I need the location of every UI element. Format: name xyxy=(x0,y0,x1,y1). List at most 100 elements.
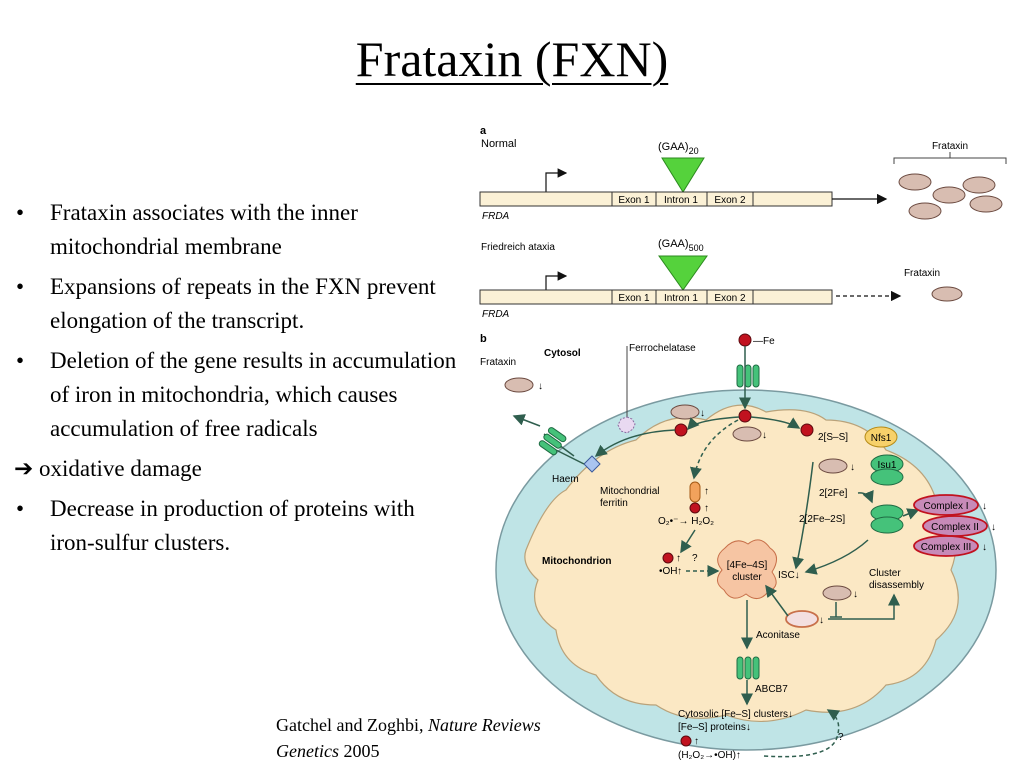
panel-b: b Frataxin ↓ Cytosol Ferrochelatase —Fe … xyxy=(480,333,997,761)
citation-journal-2: Genetics xyxy=(276,741,339,761)
ferrochelatase-label: Ferrochelatase xyxy=(629,343,696,354)
bullet-item: • Frataxin associates with the inner mito… xyxy=(14,196,464,264)
frataxin-matrix xyxy=(822,585,852,601)
fes-proteins-label: [Fe–S] proteins↓ xyxy=(678,722,751,733)
down-arrow: ↓ xyxy=(982,501,987,512)
exon1-label: Exon 1 xyxy=(618,195,650,206)
citation-authors: Gatchel and Zoghbi, xyxy=(276,715,424,735)
panel-a-letter: a xyxy=(480,125,487,137)
bullet-text: Decrease in production of proteins with … xyxy=(50,496,415,555)
repeat-triangle-expanded xyxy=(658,255,708,291)
exon2-label: Exon 2 xyxy=(714,293,746,304)
abcb7-label: ABCB7 xyxy=(755,684,788,695)
panel-a: a Normal (GAA)20 Exon 1 Intron 1 Exon 2 … xyxy=(479,125,1007,320)
bullet-text: Deletion of the gene results in accumula… xyxy=(50,348,457,441)
bullet-item: • Decrease in production of proteins with… xyxy=(14,492,464,560)
mito-ferritin-label-1: Mitochondrial xyxy=(600,486,659,497)
disassembly-label-2: disassembly xyxy=(869,580,924,591)
frataxin-label-normal: Frataxin xyxy=(932,141,968,152)
question-mark: ? xyxy=(838,732,844,743)
up-arrow: ↑ xyxy=(677,566,682,577)
fe-label: —Fe xyxy=(753,336,775,347)
disassembly-label-1: Cluster xyxy=(869,568,901,579)
bullet-text: Frataxin associates with the inner mitoc… xyxy=(50,200,358,259)
isc-label: ISC↓ xyxy=(778,570,800,581)
bullet-text: Expansions of repeats in the FXN prevent… xyxy=(50,274,436,333)
question-mark: ? xyxy=(692,553,698,564)
complex-iii-label: Complex III xyxy=(921,542,972,553)
cytosolic-clusters-label: Cytosolic [Fe–S] clusters↓ xyxy=(678,709,793,720)
complex-i-icon xyxy=(913,494,979,516)
promoter-arrow-icon xyxy=(545,168,568,192)
down-arrow: ↓ xyxy=(538,381,543,392)
friedreich-label: Friedreich ataxia xyxy=(481,242,555,253)
slide-title: Frataxin (FXN) xyxy=(0,30,1024,88)
down-arrow: ↓ xyxy=(762,430,767,441)
aconitase-icon xyxy=(785,610,819,628)
arrow-text: oxidative damage xyxy=(39,456,202,481)
down-arrow: ↓ xyxy=(819,615,824,626)
cluster-label-2: cluster xyxy=(732,572,762,583)
iron-icon xyxy=(680,735,692,747)
down-arrow: ↓ xyxy=(982,542,987,553)
down-arrow: ↓ xyxy=(853,589,858,600)
gaa-normal-label: (GAA)20 xyxy=(658,141,699,156)
ferrochelatase-icon xyxy=(617,416,636,434)
h2o2-oh-label: (H₂O₂→•OH)↑ xyxy=(678,750,741,761)
complex-iii-icon xyxy=(913,535,979,557)
iron-icon xyxy=(674,423,688,437)
iron-icon xyxy=(689,502,701,514)
s-s-label: 2[S–S] xyxy=(818,432,848,443)
o2-h2o2-label: O₂•⁻→ H₂O₂ xyxy=(658,516,714,527)
gaa-ataxia-label: (GAA)500 xyxy=(658,238,704,253)
mito-ferritin-label-2: ferritin xyxy=(600,498,628,509)
aconitase-label: Aconitase xyxy=(756,630,800,641)
iron-icon xyxy=(738,333,752,347)
isu1-label: Isu1 xyxy=(878,460,897,471)
repeat-triangle-normal xyxy=(661,157,705,193)
membrane-channel-fe xyxy=(736,364,760,388)
intron1-label: Intron 1 xyxy=(664,293,698,304)
bullet-item: • Deletion of the gene results in accumul… xyxy=(14,344,464,446)
down-arrow: ↓ xyxy=(850,462,855,473)
bullet-dot: • xyxy=(16,348,25,373)
frataxin-protein-reduced xyxy=(931,286,963,302)
nfs1-label: Nfs1 xyxy=(871,433,892,444)
exon1-label: Exon 1 xyxy=(618,293,650,304)
frataxin-matrix xyxy=(670,404,700,420)
2fe-label: 2[2Fe] xyxy=(819,488,848,499)
right-arrow-icon: ➔ xyxy=(14,456,34,481)
cytosol-frataxin-label: Frataxin xyxy=(480,357,516,368)
slide-title-text: Frataxin (FXN) xyxy=(355,31,669,87)
bullet-dot: • xyxy=(16,274,25,299)
2fe-2s-label: 2[2Fe–2S] xyxy=(799,514,845,525)
up-arrow: ↑ xyxy=(704,486,709,497)
intron1-label: Intron 1 xyxy=(664,195,698,206)
haem-icon xyxy=(583,455,601,473)
bullet-list: • Frataxin associates with the inner mito… xyxy=(14,196,464,566)
nfs1-icon xyxy=(864,426,898,448)
panel-b-letter: b xyxy=(480,333,487,345)
citation-year: 2005 xyxy=(343,741,380,761)
frataxin-label-ataxia: Frataxin xyxy=(904,268,940,279)
bullet-item: • Expansions of repeats in the FXN preven… xyxy=(14,270,464,338)
iron-icon xyxy=(738,409,752,423)
frataxin-cytosol xyxy=(504,377,534,393)
down-arrow: ↓ xyxy=(700,408,705,419)
up-arrow: ↑ xyxy=(704,503,709,514)
promoter-arrow-icon xyxy=(545,271,568,290)
mitochondrion-label: Mitochondrion xyxy=(542,556,611,567)
oh-label: •OH xyxy=(659,566,678,577)
down-arrow: ↓ xyxy=(991,522,996,533)
abcb7-channel xyxy=(736,656,760,680)
frataxin-matrix xyxy=(732,426,762,442)
frda-label: FRDA xyxy=(482,211,510,222)
arrow-item: ➔ oxidative damage xyxy=(14,452,464,486)
haem-label: Haem xyxy=(552,474,579,485)
bullet-dot: • xyxy=(16,200,25,225)
citation: Gatchel and Zoghbi, Nature Reviews Genet… xyxy=(276,712,636,764)
up-arrow: ↑ xyxy=(694,736,699,747)
bullet-dot: • xyxy=(16,496,25,521)
citation-journal-1: Nature Reviews xyxy=(427,715,541,735)
cluster-label-1: [4Fe–4S] xyxy=(727,560,768,571)
